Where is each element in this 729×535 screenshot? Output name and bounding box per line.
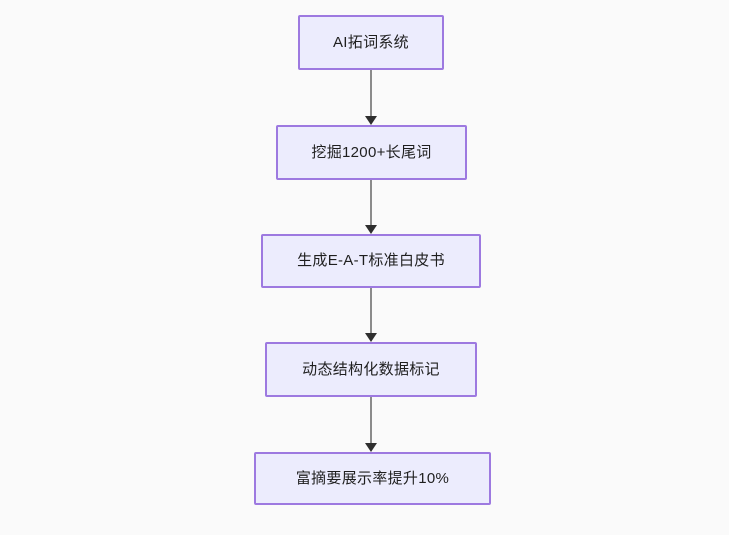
connector-line <box>370 180 372 226</box>
flow-node-label: 富摘要展示率提升10% <box>295 469 450 487</box>
flow-connector-3-4 <box>360 288 382 342</box>
flow-connector-2-3 <box>360 180 382 234</box>
flow-node-ai-keyword-system[interactable]: AI拓词系统 <box>298 15 444 70</box>
connector-line <box>370 288 372 334</box>
flow-node-mine-longtail-keywords[interactable]: 挖掘1200+长尾词 <box>276 125 467 180</box>
flow-node-label: 挖掘1200+长尾词 <box>311 143 432 161</box>
flow-node-label: 生成E-A-T标准白皮书 <box>297 252 445 269</box>
arrowhead-down-icon <box>365 443 377 452</box>
flow-connector-1-2 <box>360 70 382 125</box>
arrowhead-down-icon <box>365 116 377 125</box>
arrowhead-down-icon <box>365 225 377 234</box>
flow-node-dynamic-structured-data-markup[interactable]: 动态结构化数据标记 <box>265 342 477 397</box>
flow-connector-4-5 <box>360 397 382 452</box>
flow-node-rich-snippet-impression-uplift[interactable]: 富摘要展示率提升10% <box>254 452 491 505</box>
flow-node-label: 动态结构化数据标记 <box>302 360 440 378</box>
arrowhead-down-icon <box>365 333 377 342</box>
connector-line <box>370 70 372 117</box>
flow-node-label: AI拓词系统 <box>333 33 409 51</box>
flow-node-generate-eat-whitepaper[interactable]: 生成E-A-T标准白皮书 <box>261 234 481 288</box>
connector-line <box>370 397 372 444</box>
